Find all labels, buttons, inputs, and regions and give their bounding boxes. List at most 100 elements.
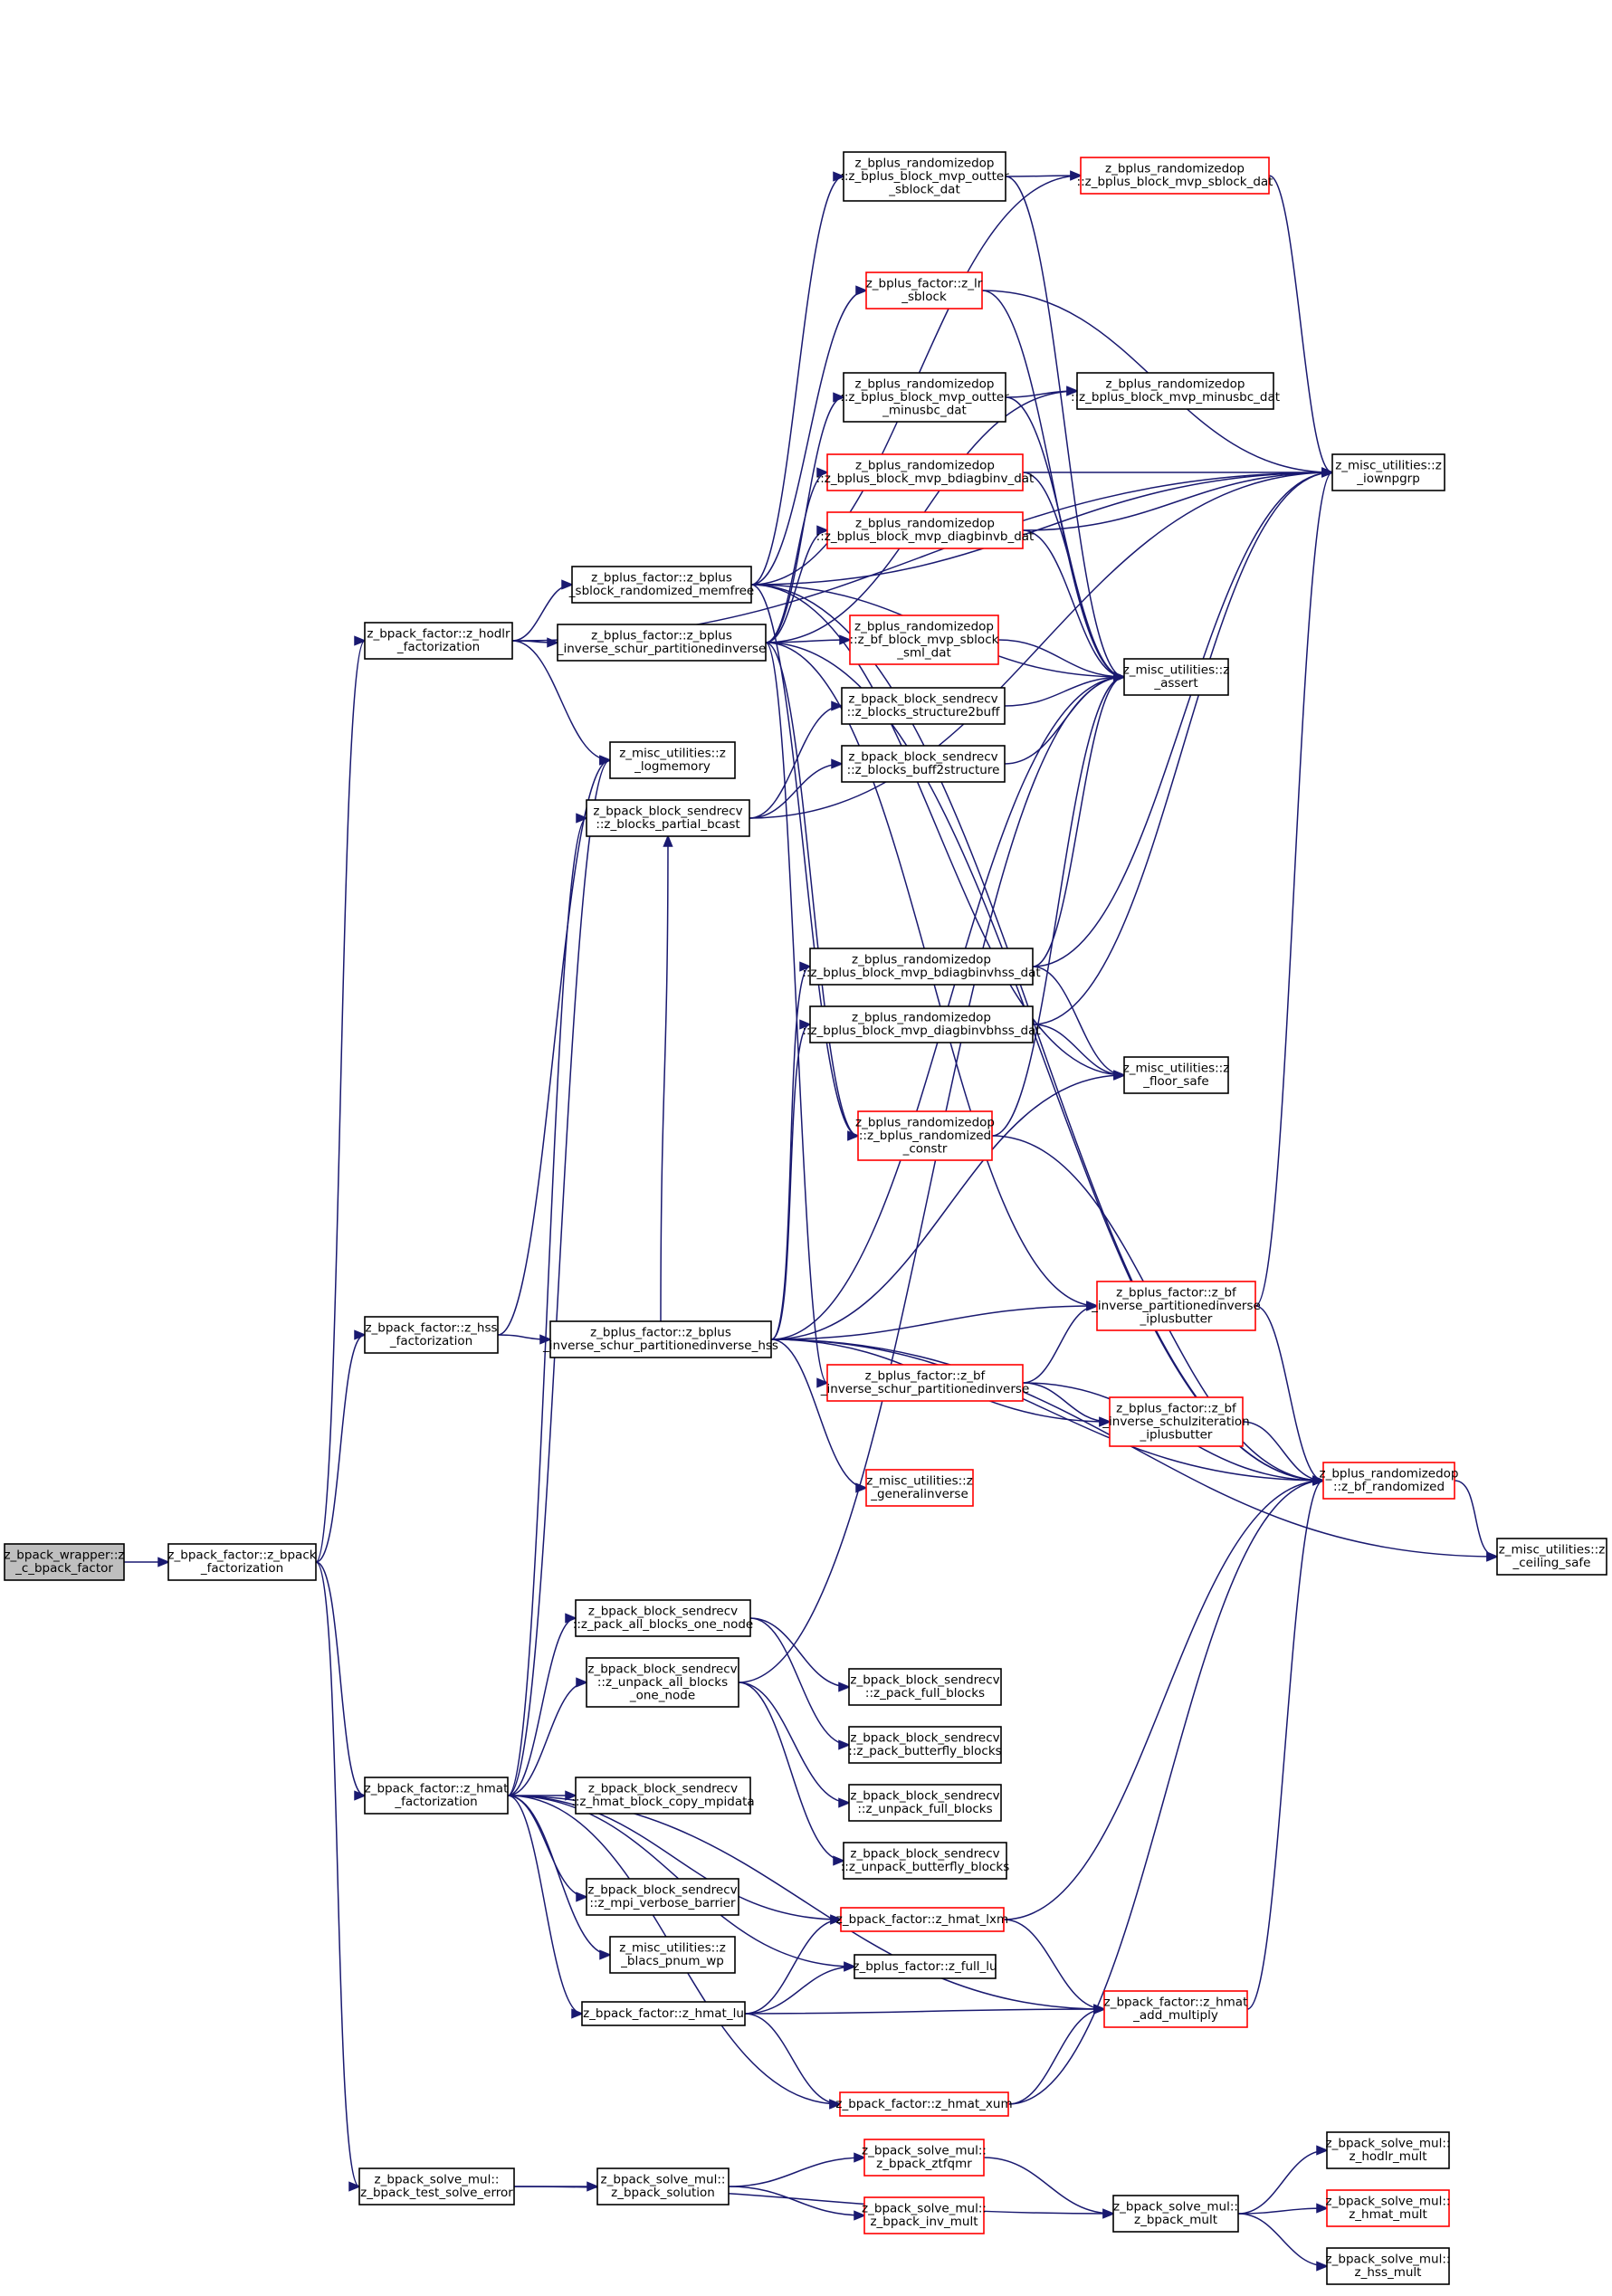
node-hmat-mult[interactable]: z_bpack_solve_mul::z_hmat_mult xyxy=(1326,2189,1451,2227)
node-mvp-diagbinvb-dat[interactable]: z_bplus_randomizedop::z_bplus_block_mvp_… xyxy=(816,511,1035,549)
node-label-line: z_bpack_solve_mul:: xyxy=(862,2202,987,2216)
node-bpack-mult[interactable]: z_bpack_solve_mul::z_bpack_mult xyxy=(1112,2195,1239,2233)
node-hmat-add-multiply[interactable]: z_bpack_factor::z_hmat_add_multiply xyxy=(1103,1990,1248,2028)
node-unpack-all-blocks-one-node[interactable]: z_bpack_block_sendrecv::z_unpack_all_blo… xyxy=(586,1657,739,1708)
node-label-line: ::z_bplus_block_mvp_outter xyxy=(840,390,1009,405)
node-bf-inverse-schur-partitionedinverse[interactable]: z_bplus_factor::z_bf_inverse_schur_parti… xyxy=(820,1364,1030,1402)
node-logmemory[interactable]: z_misc_utilities::z_logmemory xyxy=(609,741,736,779)
node-label-line: ::z_bf_randomized xyxy=(1333,1480,1445,1494)
node-blocks-structure2buff[interactable]: z_bpack_block_sendrecv::z_blocks_structu… xyxy=(841,687,1006,725)
node-unpack-butterfly-blocks[interactable]: z_bpack_block_sendrecv::z_unpack_butterf… xyxy=(841,1842,1010,1880)
node-hmat-xum[interactable]: z_bpack_factor::z_hmat_xum xyxy=(835,2091,1013,2117)
node-label-line: z_bpack_factor::z_hmat_lu xyxy=(583,2006,744,2021)
edge-ztfqmr-to-bpack_mult xyxy=(983,2157,1115,2219)
node-inverse-schur-partitionedinverse-hss[interactable]: z_bplus_factor::z_bplus_inverse_schur_pa… xyxy=(542,1320,778,1358)
edge-bpack_solution-to-inv_mult xyxy=(728,2186,866,2221)
node-ceiling-safe[interactable]: z_misc_utilities::z_ceiling_safe xyxy=(1496,1538,1607,1576)
node-hmat-factorization[interactable]: z_bpack_factor::z_hmat_factorization xyxy=(364,1777,509,1815)
node-hss-factorization[interactable]: z_bpack_factor::z_hss_factorization xyxy=(364,1316,499,1354)
edge-bf_inverse_partitionedinverse_iplusbutter-to-bf_randomized xyxy=(1254,1305,1325,1486)
node-label-line: _factorization xyxy=(396,640,480,654)
node-mvp-outter-minusbc-dat[interactable]: z_bplus_randomizedop::z_bplus_block_mvp_… xyxy=(840,372,1009,423)
node-label-line: z_bplus_factor::z_bf xyxy=(865,1369,987,1384)
node-label-line: _inverse_schur_partitionedinverse xyxy=(557,642,767,656)
node-label-line: ::z_mpi_verbose_barrier xyxy=(589,1896,736,1910)
node-blocks-partial-bcast[interactable]: z_bpack_block_sendrecv::z_blocks_partial… xyxy=(586,799,750,837)
node-box xyxy=(854,1954,997,1979)
node-sblock-randomized-memfree[interactable]: z_bplus_factor::z_bplus_sblock_randomize… xyxy=(568,566,754,604)
node-mpi-verbose-barrier[interactable]: z_bpack_block_sendrecv::z_mpi_verbose_ba… xyxy=(586,1878,739,1916)
node-mvp-minusbc-dat[interactable]: z_bplus_randomizedop::z_bplus_block_mvp_… xyxy=(1071,372,1280,410)
node-hodlr-mult[interactable]: z_bpack_solve_mul::z_hodlr_mult xyxy=(1326,2131,1451,2169)
node-box xyxy=(848,1784,1002,1822)
node-mvp-diagbinvbhss-dat[interactable]: z_bplus_randomizedop::z_bplus_block_mvp_… xyxy=(802,1005,1041,1043)
node-mvp-bdiagbinvhss-dat[interactable]: z_bplus_randomizedop::z_bplus_block_mvp_… xyxy=(802,948,1041,986)
node-bpack-solution[interactable]: z_bpack_solve_mul::z_bpack_solution xyxy=(596,2167,730,2205)
edge-hss_factorization-to-logmemory xyxy=(497,755,612,1336)
node-assert[interactable]: z_misc_utilities::z_assert xyxy=(1123,658,1230,696)
node-label-line: ::z_blocks_structure2buff xyxy=(847,705,1001,719)
node-pack-full-blocks[interactable]: z_bpack_block_sendrecv::z_pack_full_bloc… xyxy=(848,1668,1002,1706)
node-test-solve-error[interactable]: z_bpack_solve_mul::z_bpack_test_solve_er… xyxy=(358,2167,515,2205)
node-hss-mult[interactable]: z_bpack_solve_mul::z_hss_mult xyxy=(1326,2247,1451,2285)
node-label-line: _c_bpack_factor xyxy=(14,1561,113,1576)
node-floor-safe[interactable]: z_misc_utilities::z_floor_safe xyxy=(1123,1056,1230,1094)
node-label-line: z_bplus_factor::z_bf xyxy=(1116,1401,1237,1415)
node-label-line: z_bpack_inv_mult xyxy=(870,2215,978,2229)
node-label-line: _blacs_pnum_wp xyxy=(620,1954,724,1968)
edge-bf_inverse_partitionedinverse_iplusbutter-to-iownpgrp xyxy=(1254,467,1334,1307)
node-box xyxy=(826,511,1024,549)
node-full-lu[interactable]: z_bplus_factor::z_full_lu xyxy=(853,1954,997,1979)
node-root[interactable]: z_bpack_wrapper::z_c_bpack_factor xyxy=(4,1543,125,1581)
edge-mvp_bdiagbinvhss_dat-to-iownpgrp xyxy=(1032,467,1334,967)
node-inv-mult[interactable]: z_bpack_solve_mul::z_bpack_inv_mult xyxy=(862,2196,987,2234)
node-bf-randomized[interactable]: z_bplus_randomizedop::z_bf_randomized xyxy=(1320,1462,1459,1500)
node-generalinverse[interactable]: z_misc_utilities::z_generalinverse xyxy=(865,1469,974,1507)
node-blacs-pnum-wp[interactable]: z_misc_utilities::z_blacs_pnum_wp xyxy=(609,1936,736,1974)
node-blocks-buff2structure[interactable]: z_bpack_block_sendrecv::z_blocks_buff2st… xyxy=(841,745,1006,783)
node-box xyxy=(364,1316,499,1354)
node-box xyxy=(1326,2247,1450,2285)
node-inverse-schur-partitionedinverse[interactable]: z_bplus_factor::z_bplus_inverse_schur_pa… xyxy=(557,624,767,662)
node-mvp-sblock-dat[interactable]: z_bplus_randomizedop::z_bplus_block_mvp_… xyxy=(1077,157,1273,195)
node-bf-inverse-partitionedinverse-iplusbutter[interactable]: z_bplus_factor::z_bf_inverse_partitioned… xyxy=(1091,1281,1261,1331)
node-bpack-factorization[interactable]: z_bpack_factor::z_bpack_factorization xyxy=(167,1543,317,1581)
node-box xyxy=(557,624,767,662)
node-mvp-bdiagbinv-dat[interactable]: z_bplus_randomizedop::z_bplus_block_mvp_… xyxy=(816,453,1035,491)
node-box xyxy=(609,1936,736,1974)
node-hodlr-factorization[interactable]: z_bpack_factor::z_hodlr_factorization xyxy=(364,622,513,660)
node-iownpgrp[interactable]: z_misc_utilities::z_iownpgrp xyxy=(1331,453,1445,491)
node-label-line: z_bpack_mult xyxy=(1134,2213,1217,2227)
node-label-line: z_bpack_block_sendrecv xyxy=(848,692,997,707)
edge-mvp_diagbinvbhss_dat-to-floor_safe xyxy=(1032,1024,1126,1081)
node-box xyxy=(575,1599,751,1637)
node-label-line: ::z_blocks_partial_bcast xyxy=(596,817,739,832)
node-label-line: z_bplus_randomizedop xyxy=(855,156,995,170)
node-label-line: _iownpgrp xyxy=(1356,472,1420,486)
node-mvp-outter-sblock-dat[interactable]: z_bplus_randomizedop::z_bplus_block_mvp_… xyxy=(840,151,1009,202)
node-bf-inverse-schulziteration-iplusbutter[interactable]: z_bplus_factor::z_bf_inverse_schulzitera… xyxy=(1102,1396,1250,1447)
node-hmat-lu[interactable]: z_bpack_factor::z_hmat_lu xyxy=(581,2001,746,2026)
edge-bf_inverse_schur_partitionedinverse-to-bf_inverse_partitionedinverse_iplusbutter xyxy=(1022,1300,1099,1384)
node-hmat-block-copy-mpidata[interactable]: z_bpack_block_sendrecv::z_hmat_block_cop… xyxy=(571,1777,755,1815)
node-lr-sblock[interactable]: z_bplus_factor::z_lr_sblock xyxy=(865,272,983,310)
node-pack-butterfly-blocks[interactable]: z_bpack_block_sendrecv::z_pack_butterfly… xyxy=(848,1726,1002,1764)
node-label-line: z_bpack_block_sendrecv xyxy=(850,1673,999,1688)
edge-hmat_factorization-to-blocks_partial_bcast xyxy=(507,813,588,1796)
node-pack-all-blocks-one-node[interactable]: z_bpack_block_sendrecv::z_pack_all_block… xyxy=(573,1599,753,1637)
node-label-line: _inverse_partitionedinverse xyxy=(1091,1299,1261,1313)
node-box xyxy=(167,1543,317,1581)
node-label-line: z_bpack_solve_mul:: xyxy=(1113,2200,1238,2215)
node-label-line: z_bpack_ztfqmr xyxy=(876,2157,972,2171)
node-bplus-randomized-constr[interactable]: z_bplus_randomizedop::z_bplus_randomized… xyxy=(855,1110,995,1161)
node-label-line: z_misc_utilities::z xyxy=(619,1941,726,1956)
node-box xyxy=(364,1777,509,1815)
node-label-line: _iplusbutter xyxy=(1140,1427,1213,1442)
node-hmat-lxm[interactable]: z_bpack_factor::z_hmat_lxm xyxy=(836,1907,1008,1932)
node-unpack-full-blocks[interactable]: z_bpack_block_sendrecv::z_unpack_full_bl… xyxy=(848,1784,1002,1822)
node-label-line: z_hmat_mult xyxy=(1349,2207,1427,2222)
node-box xyxy=(809,948,1034,986)
node-bf-block-mvp-sblock-sml-dat[interactable]: z_bplus_randomizedop::z_bf_block_mvp_sbl… xyxy=(849,614,999,665)
node-ztfqmr[interactable]: z_bpack_solve_mul::z_bpack_ztfqmr xyxy=(862,2139,987,2177)
edge-hodlr_factorization-to-sblock_randomized_memfree xyxy=(511,579,574,642)
